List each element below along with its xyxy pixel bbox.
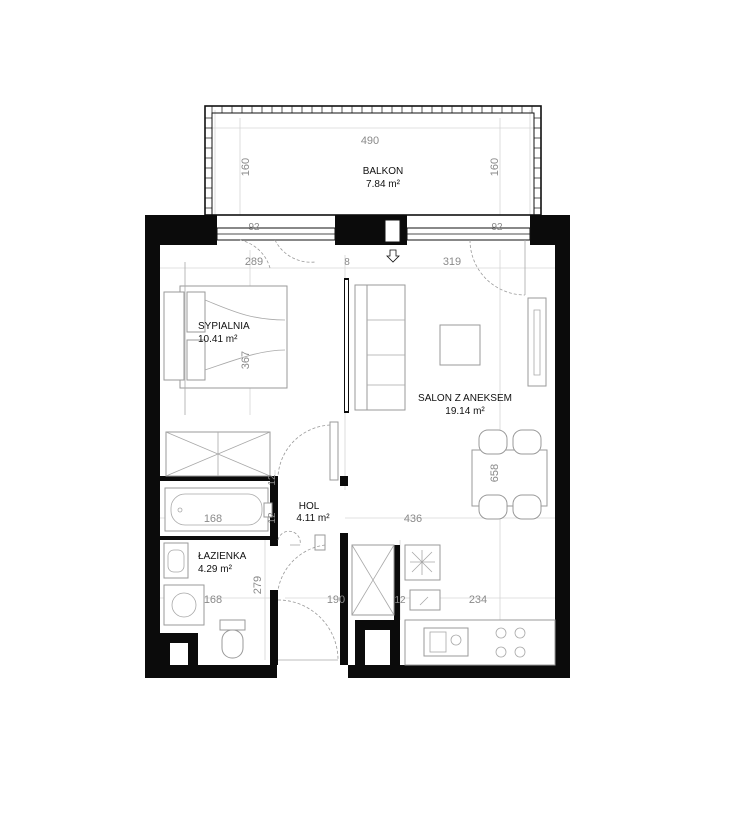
dim-partition-a: 12 xyxy=(267,474,278,486)
sypialnia-furniture xyxy=(163,262,339,481)
dim-lazienka-width-top: 168 xyxy=(204,513,222,525)
dim-lazienka-width-bottom: 168 xyxy=(204,594,222,606)
washing-machine xyxy=(163,584,205,626)
dim-partition-b: 12 xyxy=(267,512,278,524)
tv-unit xyxy=(527,297,547,387)
dim-balkon-depth-right: 160 xyxy=(489,158,501,176)
room-area-lazienka: 4.29 m² xyxy=(198,564,233,575)
room-area-sypialnia: 10.41 m² xyxy=(198,334,238,345)
dim-sypialnia-width: 289 xyxy=(245,256,263,268)
coffee-table xyxy=(439,324,481,366)
room-area-salon: 19.14 m² xyxy=(445,406,485,417)
room-name-lazienka: ŁAZIENKA xyxy=(198,551,247,562)
dimension-labels: 490 160 160 92 92 289 8 319 367 658 12 1… xyxy=(204,135,503,606)
room-labels: BALKON 7.84 m² SYPIALNIA 10.41 m² SALON … xyxy=(198,166,512,575)
room-name-sypialnia: SYPIALNIA xyxy=(198,321,250,332)
room-name-hol: HOL xyxy=(299,501,320,512)
railing-hatch xyxy=(205,106,541,209)
walls xyxy=(145,215,570,678)
dim-salon-depth: 658 xyxy=(489,464,501,482)
lazienka-furniture xyxy=(163,487,339,661)
room-name-salon: SALON Z ANEKSEM xyxy=(418,393,512,404)
dim-hol-width: 190 xyxy=(327,594,345,606)
dim-sypialnia-depth: 367 xyxy=(240,351,252,369)
room-area-balkon: 7.84 m² xyxy=(366,179,401,190)
room-area-hol: 4.11 m² xyxy=(296,513,330,524)
dim-window-right: 92 xyxy=(491,222,503,233)
dim-balkon-width: 490 xyxy=(361,135,379,147)
salon-furniture xyxy=(351,284,556,666)
room-name-balkon: BALKON xyxy=(363,166,404,177)
dim-salon-width: 319 xyxy=(443,256,461,268)
dim-wall-gap: 8 xyxy=(344,257,350,268)
balcony-door-frame xyxy=(384,219,401,243)
windows xyxy=(216,219,531,296)
dim-lazienka-depth: 279 xyxy=(252,576,264,594)
dim-salon-mid-width: 436 xyxy=(404,513,422,525)
dim-kitchen-width: 234 xyxy=(469,594,487,606)
dim-partition-c: 12 xyxy=(394,595,406,606)
dim-balkon-depth-left: 160 xyxy=(240,158,252,176)
dim-window-left: 92 xyxy=(248,222,260,233)
toilet xyxy=(219,619,246,631)
